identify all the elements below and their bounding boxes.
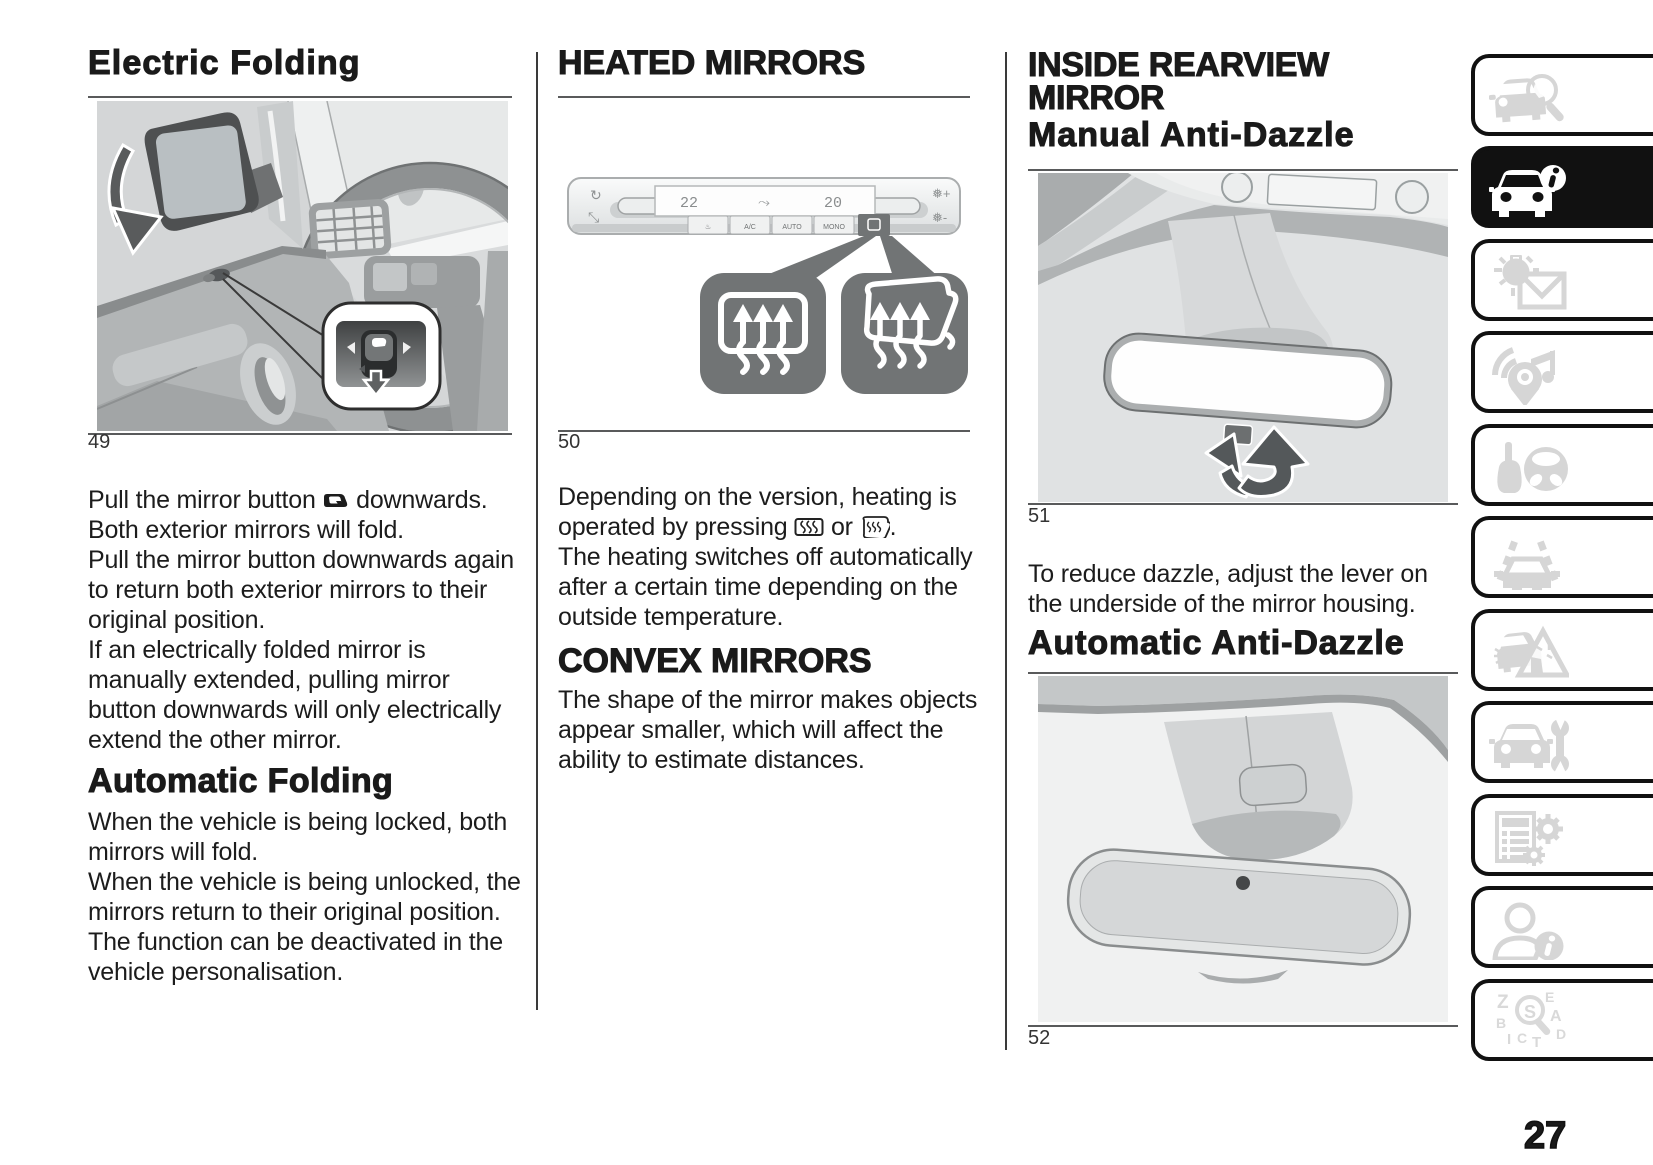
svg-text:A/C: A/C [744, 224, 756, 231]
svg-text:MONO: MONO [823, 224, 845, 231]
svg-text:A: A [1550, 1008, 1562, 1025]
svg-text:T: T [1532, 1034, 1541, 1051]
svg-text:C: C [1517, 1030, 1527, 1046]
svg-text:⤳: ⤳ [758, 194, 770, 211]
svg-text:⤡: ⤡ [588, 209, 599, 225]
svg-text:AUTO: AUTO [782, 224, 802, 231]
svg-text:I: I [1507, 1031, 1511, 1048]
svg-text:↻: ↻ [590, 187, 602, 203]
svg-text:D: D [1556, 1026, 1566, 1042]
svg-text:S: S [1524, 1002, 1536, 1022]
svg-text:E: E [1545, 989, 1554, 1005]
svg-text:B: B [1496, 1015, 1506, 1031]
svg-text:♨: ♨ [705, 223, 711, 231]
svg-text:Z: Z [1497, 992, 1509, 1013]
svg-text:22: 22 [680, 195, 698, 212]
svg-text:❅+: ❅+ [932, 186, 950, 201]
svg-text:20: 20 [824, 195, 842, 212]
svg-text:❅-: ❅- [932, 210, 947, 225]
